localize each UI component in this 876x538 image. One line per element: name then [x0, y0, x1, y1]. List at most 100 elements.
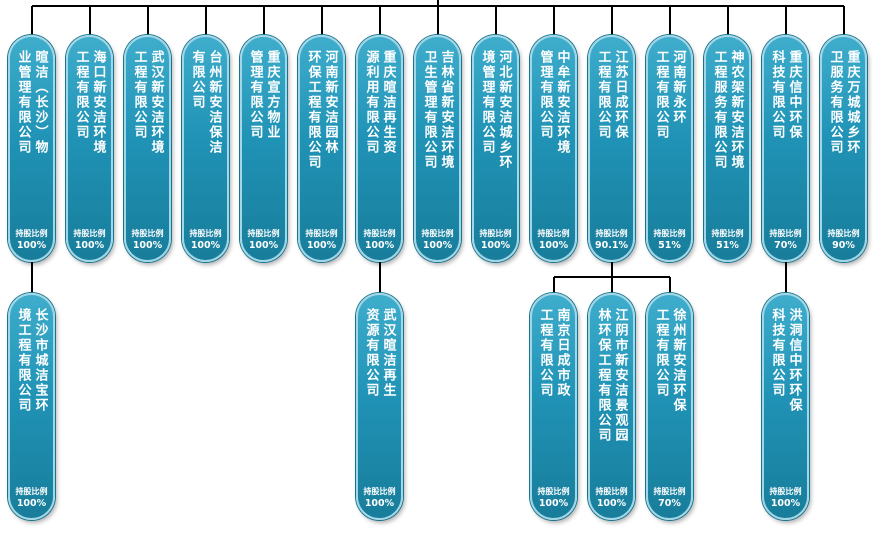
company-name-column: 暄洁（长沙）物	[32, 50, 48, 155]
branch-stub-line	[552, 277, 555, 293]
parent-stub-line	[436, 6, 439, 35]
company-name-column: 工程有限公司	[653, 308, 669, 398]
org-node: 重庆信中环保科技有限公司持股比例 70%	[762, 35, 809, 262]
parent-stub-line	[378, 6, 381, 35]
shareholding-ratio-value: 100%	[74, 240, 105, 251]
company-name-column: 武汉新安洁环境	[148, 50, 164, 155]
company-name-column: 重庆宣方物业	[264, 50, 280, 140]
parent-stub-line	[552, 6, 555, 35]
shareholding-ratio-value: 100%	[190, 240, 221, 251]
company-name-column: 管理有限公司	[537, 50, 553, 140]
shareholding-ratio-label: 持股比例	[479, 229, 512, 238]
company-name-column: 江苏日成环保	[612, 50, 628, 140]
company-name-column: 林环保工程有限公司	[595, 308, 611, 443]
shareholding-ratio-label: 持股比例	[73, 229, 106, 238]
shareholding-ratio-value: 100%	[306, 240, 337, 251]
parent-stub-line	[204, 6, 207, 35]
company-name-column: 科技有限公司	[769, 308, 785, 398]
company-name-column: 工程有限公司	[595, 50, 611, 140]
shareholding-ratio-label: 持股比例	[189, 229, 222, 238]
company-name-column: 工程有限公司	[131, 50, 147, 140]
company-name: 武汉暄洁再生资源有限公司	[363, 308, 397, 470]
parent-stub-line	[320, 6, 323, 35]
company-name-column: 卫服务有限公司	[827, 50, 843, 155]
company-name-column: 重庆暄洁再生资	[380, 50, 396, 155]
shareholding-ratio-value: 100%	[422, 240, 453, 251]
company-name-column: 台州新安洁保洁	[206, 50, 222, 155]
shareholding-ratio-label: 持股比例	[653, 229, 686, 238]
shareholding-ratio-label: 持股比例	[769, 229, 802, 238]
shareholding-ratio-value: 100%	[248, 240, 279, 251]
org-node: 江苏日成环保工程有限公司持股比例 90.1%	[588, 35, 635, 262]
parent-stub-line	[842, 6, 845, 35]
root-connector-line	[436, 0, 439, 6]
company-name-column: 工程服务有限公司	[711, 50, 727, 170]
branch-drop-line	[610, 262, 613, 277]
company-name-column: 环保工程有限公司	[305, 50, 321, 170]
company-name: 河南新安洁园林环保工程有限公司	[305, 50, 339, 212]
shareholding-ratio-label: 持股比例	[769, 487, 802, 496]
shareholding-ratio-value: 90.1%	[595, 240, 628, 251]
company-name-column: 吉林省新安洁环境	[438, 50, 454, 170]
child-link-line	[30, 262, 33, 293]
company-name: 重庆宣方物业管理有限公司	[247, 50, 281, 212]
company-name-column: 卫生管理有限公司	[421, 50, 437, 170]
company-name: 重庆信中环保科技有限公司	[769, 50, 803, 212]
parent-stub-line	[784, 6, 787, 35]
shareholding-ratio-label: 持股比例	[711, 229, 744, 238]
org-node: 台州新安洁保洁有限公司持股比例 100%	[182, 35, 229, 262]
shareholding-ratio-label: 持股比例	[537, 229, 570, 238]
parent-stub-line	[262, 6, 265, 35]
shareholding-ratio-value: 100%	[538, 240, 569, 251]
company-name-column: 河南新安洁园林	[322, 50, 338, 155]
shareholding-ratio-value: 51%	[658, 240, 681, 251]
company-name: 徐州新安洁环保工程有限公司	[653, 308, 687, 470]
company-name: 神农架新安洁环境工程服务有限公司	[711, 50, 745, 212]
company-name-column: 河南新永环	[670, 50, 686, 125]
shareholding-ratio-label: 持股比例	[421, 229, 454, 238]
company-name: 洪洞信中环环保科技有限公司	[769, 308, 803, 470]
company-name: 河南新永环工程有限公司	[653, 50, 687, 212]
company-name-column: 海口新安洁环境	[90, 50, 106, 155]
company-name-column: 河北新安洁城乡环	[496, 50, 512, 170]
child-link-line	[784, 262, 787, 293]
company-name-column: 神农架新安洁环境	[728, 50, 744, 170]
child-link-line	[378, 262, 381, 293]
parent-stub-line	[668, 6, 671, 35]
company-name: 江苏日成环保工程有限公司	[595, 50, 629, 212]
company-name-column: 管理有限公司	[247, 50, 263, 140]
shareholding-ratio-value: 100%	[538, 498, 569, 509]
company-name-column: 武汉暄洁再生	[380, 308, 396, 398]
company-name-column: 江阴市新安洁景观园	[612, 308, 628, 443]
shareholding-ratio-value: 100%	[364, 240, 395, 251]
company-name: 海口新安洁环境工程有限公司	[73, 50, 107, 212]
shareholding-ratio-label: 持股比例	[595, 487, 628, 496]
parent-stub-line	[146, 6, 149, 35]
company-name-column: 重庆信中环保	[786, 50, 802, 140]
shareholding-ratio-label: 持股比例	[363, 229, 396, 238]
parent-stub-line	[30, 6, 33, 35]
company-name: 暄洁（长沙）物业管理有限公司	[15, 50, 49, 212]
shareholding-ratio-label: 持股比例	[363, 487, 396, 496]
company-name-column: 科技有限公司	[769, 50, 785, 140]
branch-stub-line	[668, 277, 671, 293]
shareholding-ratio-value: 70%	[774, 240, 797, 251]
company-name-column: 工程有限公司	[73, 50, 89, 140]
company-name-column: 境工程有限公司	[15, 308, 31, 413]
shareholding-ratio-label: 持股比例	[595, 229, 628, 238]
shareholding-ratio-label: 持股比例	[131, 229, 164, 238]
branch-stub-line	[610, 277, 613, 293]
company-name: 台州新安洁保洁有限公司	[189, 50, 223, 212]
company-name-column: 源利用有限公司	[363, 50, 379, 155]
